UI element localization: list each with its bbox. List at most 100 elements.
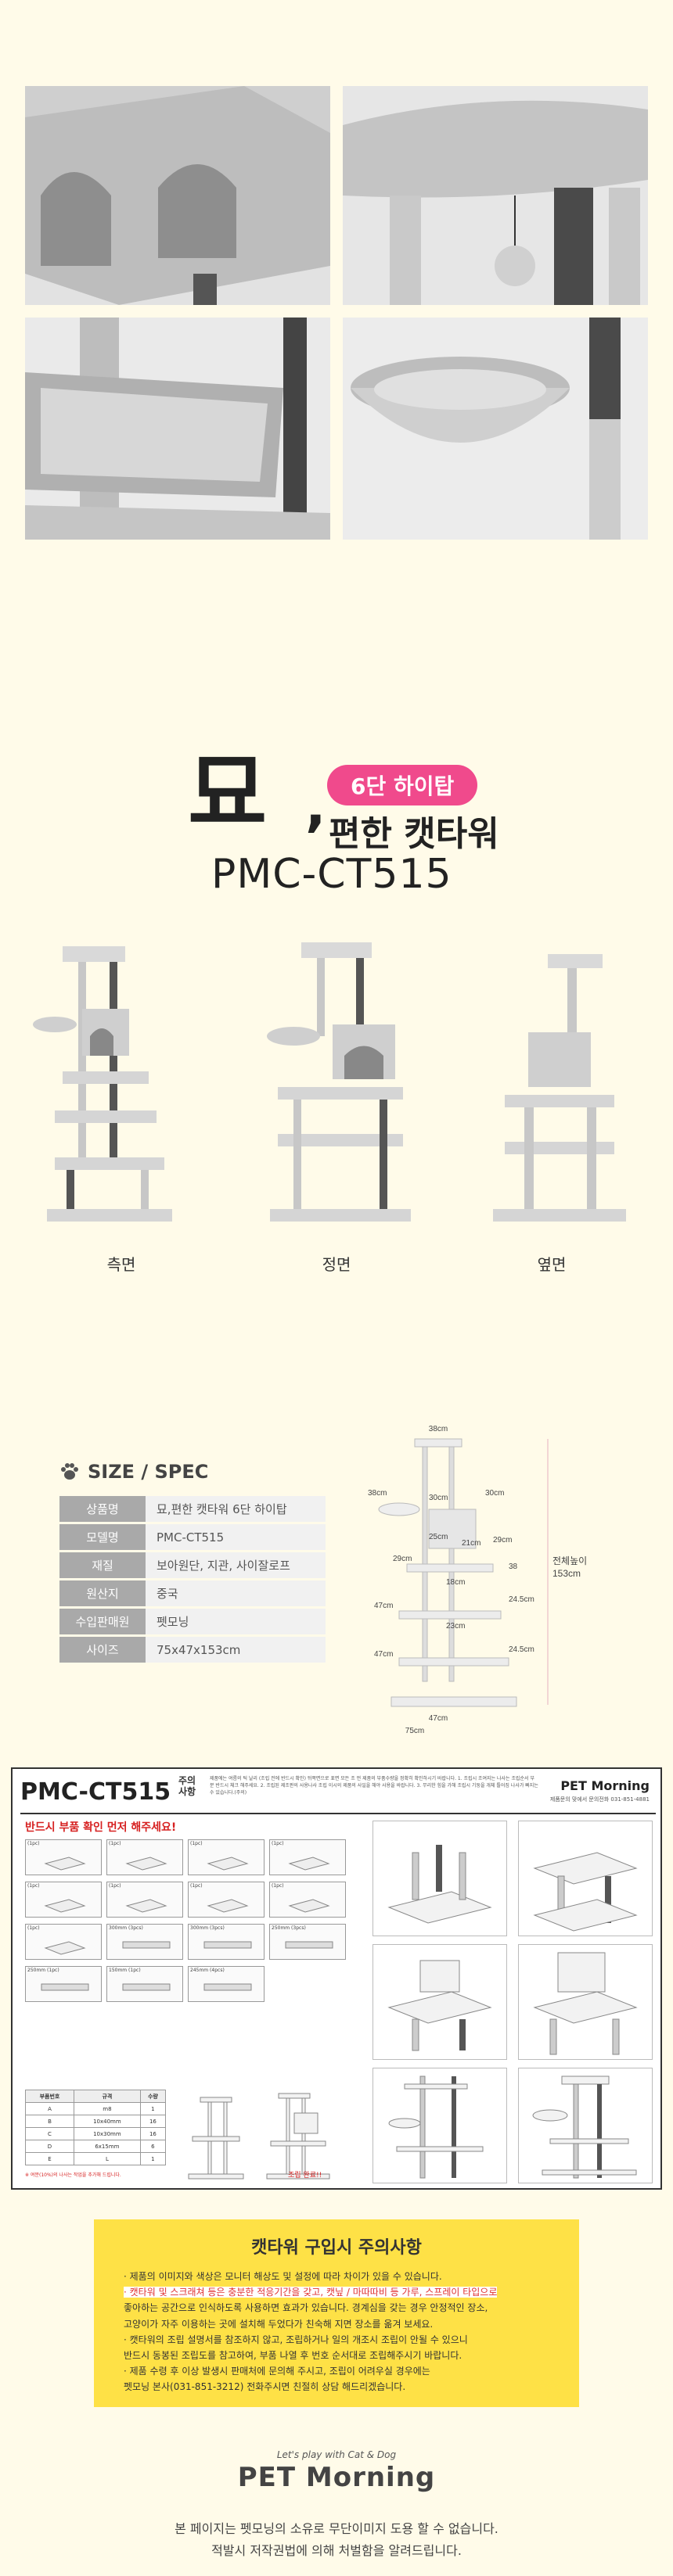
part-cell: 250mm (1pc) — [25, 1966, 102, 2002]
part-cell: 300mm (3pcs) — [106, 1924, 183, 1960]
part-quantity: 150mm (1pc) — [109, 1968, 141, 1973]
parts-table-cell: 16 — [139, 2115, 167, 2128]
parts-table-cell: 1 — [139, 2152, 167, 2165]
part-quantity: 250mm (1pc) — [27, 1968, 59, 1973]
view-label-front: 정면 — [322, 1255, 351, 1274]
part-cell: (1pc) — [106, 1882, 183, 1918]
part-cell: (1pc) — [25, 1924, 102, 1960]
dim-h-21: 21cm — [462, 1539, 480, 1548]
dim-left-38: 38cm — [368, 1489, 387, 1498]
brand-character: 묘 — [188, 744, 268, 844]
part-drawing — [285, 1941, 333, 1949]
product-title-block: 묘 , 6단 하이탑 편한 캣타워 PMC-CT515 — [188, 751, 548, 923]
caution-line: · 캣타워 및 스크래쳐 등은 충분한 적응기간을 갖고, 캣닢 / 마따따비 … — [124, 2287, 498, 2298]
assembly-steps — [372, 1821, 654, 2185]
assembly-step — [372, 1821, 507, 1936]
dim-w-23: 23cm — [446, 1622, 465, 1631]
caution-line: · 제품 수령 후 이상 발생시 판매처에 문의해 주시고, 조립이 어려우실 … — [124, 2366, 430, 2377]
manual-logo: PET Morning — [560, 1778, 650, 1793]
manual-parts-check-title: 반드시 부품 확인 먼저 해주세요! — [25, 1821, 177, 1834]
part-quantity: (1pc) — [190, 1883, 203, 1889]
assembly-step — [372, 1944, 507, 2060]
part-drawing — [41, 1983, 89, 1991]
photo-hammock-closeup — [25, 318, 330, 540]
part-cell: (1pc) — [188, 1839, 265, 1875]
part-quantity: (1pc) — [27, 1841, 40, 1846]
step-drawing — [387, 1960, 492, 2051]
part-drawing — [125, 1857, 167, 1871]
caution-line: · 제품의 이미지와 색상은 모니터 해상도 및 설정에 따라 차이가 있을 수… — [124, 2271, 442, 2282]
part-drawing — [122, 1983, 171, 1991]
tier-badge: 6단 하이탑 — [327, 765, 478, 805]
dim-mid-30a: 30cm — [429, 1494, 448, 1502]
spec-value: 75x47x153cm — [146, 1637, 326, 1663]
view-label-other-side: 옆면 — [537, 1255, 567, 1274]
photo-platform-ball — [343, 86, 648, 305]
dim-w-47c: 47cm — [429, 1714, 448, 1723]
dim-h-24a: 24.5cm — [509, 1595, 534, 1604]
caution-body: · 제품의 이미지와 색상은 모니터 해상도 및 설정에 따라 차이가 있을 수… — [124, 2269, 562, 2396]
parts-table-cell: D — [25, 2140, 74, 2153]
dim-w-29: 29cm — [393, 1555, 412, 1563]
manual-divider — [20, 1813, 656, 1814]
photo-condo-closeup — [25, 86, 330, 305]
parts-table-cell: C — [25, 2127, 74, 2140]
caution-line: · 캣타워의 조립 설명서를 참조하지 않고, 조립하거나 일의 개조시 조립이… — [124, 2334, 468, 2345]
part-quantity: (1pc) — [27, 1883, 40, 1889]
spec-key: 상품명 — [59, 1496, 146, 1522]
view-other-side: 옆면 — [462, 938, 642, 1275]
part-drawing — [44, 1899, 86, 1913]
part-quantity: (1pc) — [109, 1883, 121, 1889]
part-cell: (1pc) — [188, 1882, 265, 1918]
spec-value: 펫모닝 — [146, 1609, 326, 1634]
footer-logo: PET Morning — [237, 2462, 436, 2493]
view-label-side: 측면 — [106, 1255, 136, 1274]
part-cell: 150mm (1pc) — [106, 1966, 183, 2002]
part-quantity: (1pc) — [27, 1925, 40, 1931]
cat-tower-other-side-image — [493, 954, 626, 1222]
spec-value: 묘,편한 캣타워 6단 하이탑 — [146, 1496, 326, 1522]
part-drawing — [207, 1857, 249, 1871]
assembly-manual: PMC-CT515 주의 사항 제품에는 여름의 틱 날리 (조립 전에 반드시… — [11, 1767, 662, 2190]
part-drawing — [288, 1857, 330, 1871]
spec-key: 수입판매원 — [59, 1609, 146, 1634]
spec-value: 중국 — [146, 1580, 326, 1606]
view-side: 측면 — [31, 938, 211, 1275]
caution-title: 캣타워 구입시 주의사항 — [251, 2238, 422, 2258]
brand-comma: , — [305, 774, 326, 838]
spec-value: PMC-CT515 — [146, 1524, 326, 1550]
step-drawing — [387, 1845, 492, 1924]
spec-heading: SIZE / SPEC — [59, 1461, 208, 1483]
photo-basket-closeup — [343, 318, 648, 540]
parts-table-cell: 6x15mm — [74, 2140, 141, 2153]
part-quantity: (1pc) — [190, 1841, 203, 1846]
cat-tower-side-image — [33, 946, 172, 1222]
footer-tagline: Let's play with Cat & Dog — [276, 2449, 397, 2460]
caution-line: 좋아하는 공간으로 인식하도록 사용하면 효과가 있습니다. 경계심을 갖는 경… — [124, 2302, 488, 2314]
spec-value: 보아원단, 지관, 사이잘로프 — [146, 1552, 326, 1578]
part-drawing — [44, 1941, 86, 1955]
step-drawing — [532, 2076, 637, 2179]
model-number: PMC-CT515 — [211, 851, 452, 898]
dim-total-value: 153cm — [552, 1568, 581, 1579]
product-subtitle: 편한 캣타워 — [329, 814, 499, 854]
part-cell: 245mm (4pcs) — [188, 1966, 265, 2002]
spec-key: 사이즈 — [59, 1637, 146, 1663]
part-drawing — [207, 1899, 249, 1913]
dimension-drawing: 38cm 38cm 30cm 30cm 25cm 21cm 29cm 29cm … — [368, 1425, 587, 1735]
parts-table-cell: m8 — [74, 2102, 141, 2115]
detail-photo-grid — [25, 86, 648, 540]
spec-key: 모델명 — [59, 1524, 146, 1550]
part-drawing — [203, 1983, 252, 1991]
caution-line: 반드시 동봉된 조립도를 참고하여, 부품 나열 후 번호 순서대로 조립해주시… — [124, 2349, 462, 2361]
part-cell: 250mm (3pcs) — [269, 1924, 346, 1960]
part-drawing — [203, 1941, 252, 1949]
